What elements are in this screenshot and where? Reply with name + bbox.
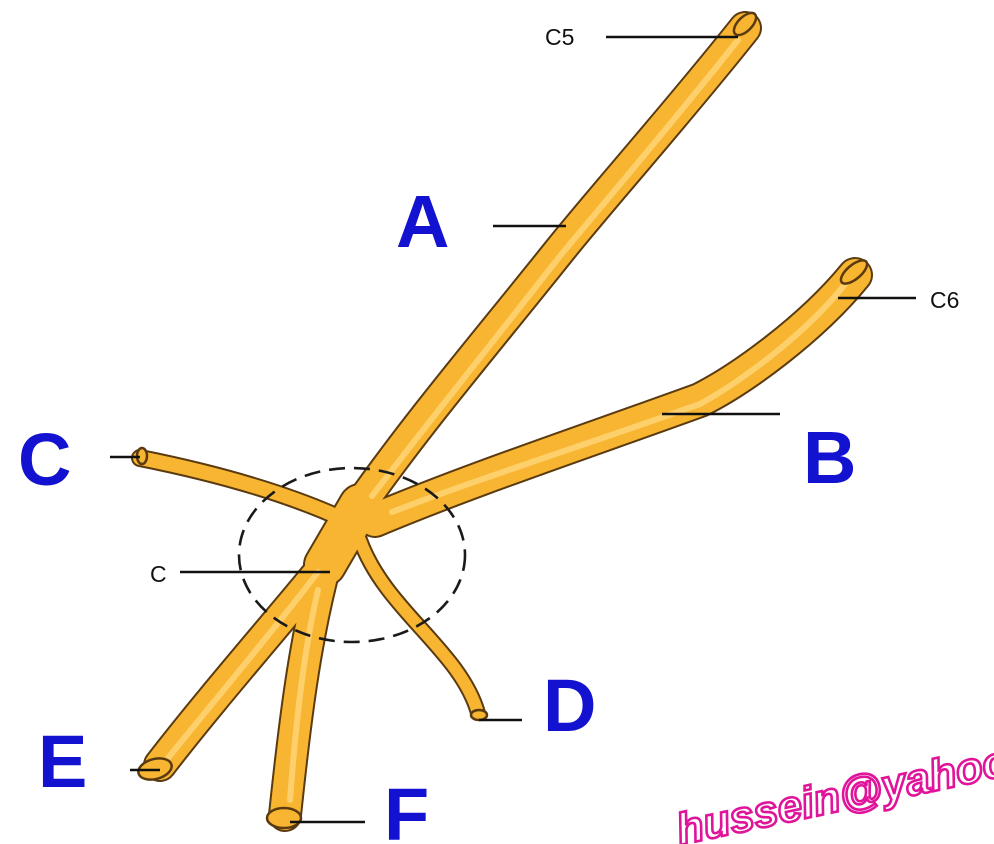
- label-c6: C6: [930, 287, 959, 313]
- nerve-fills: [133, 13, 871, 830]
- label-b: B: [803, 416, 856, 499]
- leader-lines: [110, 35, 916, 824]
- d-branch-cut-end: [469, 708, 489, 722]
- watermark-text: hussein@yahoo.com: [672, 715, 994, 844]
- nerve-highlights: [165, 37, 849, 803]
- suprascapular-branch: [133, 451, 352, 527]
- label-a: A: [396, 180, 449, 263]
- f-branch-cut-end: [265, 806, 303, 830]
- label-f: F: [384, 773, 429, 844]
- nerve-cut-ends: [135, 11, 869, 830]
- junction-dashed-circle: [237, 466, 467, 644]
- label-c5: C5: [545, 24, 574, 50]
- label-e: E: [38, 720, 87, 803]
- label-c-small: C: [150, 561, 167, 587]
- c6-cut-end: [839, 259, 869, 285]
- branch-d: [354, 534, 484, 719]
- c5-cut-end: [732, 11, 758, 37]
- label-c: C: [18, 418, 71, 501]
- label-d: D: [543, 664, 596, 747]
- nerve-outlines: [131, 11, 873, 832]
